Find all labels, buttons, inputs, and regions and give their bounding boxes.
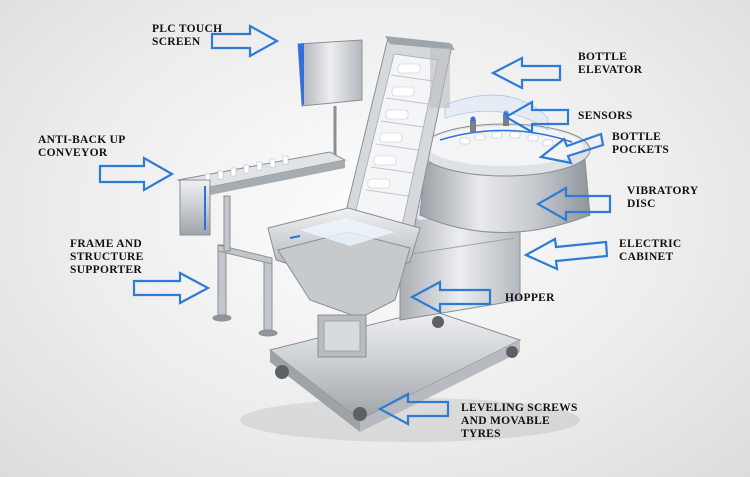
leveling-wheels xyxy=(275,316,518,421)
label-line: LEVELING SCREWS xyxy=(461,402,578,414)
label-line: PLC TOUCH xyxy=(152,23,223,35)
label-line: CONVEYOR xyxy=(38,147,108,159)
label-line: SUPPORTER xyxy=(70,264,142,276)
label-line: TYRES xyxy=(461,428,501,440)
hopper xyxy=(267,207,421,358)
label-line: AND MOVABLE xyxy=(461,415,551,427)
label-line: ANTI-BACK UP xyxy=(38,134,126,146)
label-electric-cabinet: ELECTRIC CABINET xyxy=(619,238,681,264)
label-line: BOTTLE xyxy=(578,51,628,63)
label-hopper: HOPPER xyxy=(505,292,555,305)
label-line: DISC xyxy=(627,198,656,210)
label-frame-and-structure-supporter: FRAME AND STRUCTURE SUPPORTER xyxy=(70,238,144,277)
vibratory-disc xyxy=(419,94,591,233)
label-line: ELECTRIC xyxy=(619,238,682,250)
label-line: CABINET xyxy=(619,251,674,263)
label-sensors: SENSORS xyxy=(578,110,633,123)
anti-back-up-conveyor xyxy=(176,151,347,236)
label-plc-touch-screen: PLC TOUCH SCREEN xyxy=(152,23,222,49)
label-line: HOPPER xyxy=(505,292,555,304)
label-line: ELEVATOR xyxy=(578,64,643,76)
label-bottle-pockets: BOTTLE POCKETS xyxy=(612,131,669,157)
label-line: FRAME AND xyxy=(70,238,143,250)
bottle-elevator xyxy=(341,36,455,239)
label-line: SENSORS xyxy=(578,110,633,122)
label-vibratory-disc: VIBRATORY DISC xyxy=(627,185,699,211)
frame-structure-supporter xyxy=(212,195,278,337)
label-anti-back-up-conveyor: ANTI-BACK UP CONVEYOR xyxy=(38,134,126,160)
label-line: STRUCTURE xyxy=(70,251,144,263)
label-leveling-screws-and-movable-tyres: LEVELING SCREWS AND MOVABLE TYRES xyxy=(461,402,578,441)
label-line: SCREEN xyxy=(152,36,201,48)
label-line: VIBRATORY xyxy=(627,185,699,197)
label-line: BOTTLE xyxy=(612,131,662,143)
plc-touch-screen xyxy=(297,39,363,160)
label-line: POCKETS xyxy=(612,144,670,156)
label-bottle-elevator: BOTTLE ELEVATOR xyxy=(578,51,642,77)
